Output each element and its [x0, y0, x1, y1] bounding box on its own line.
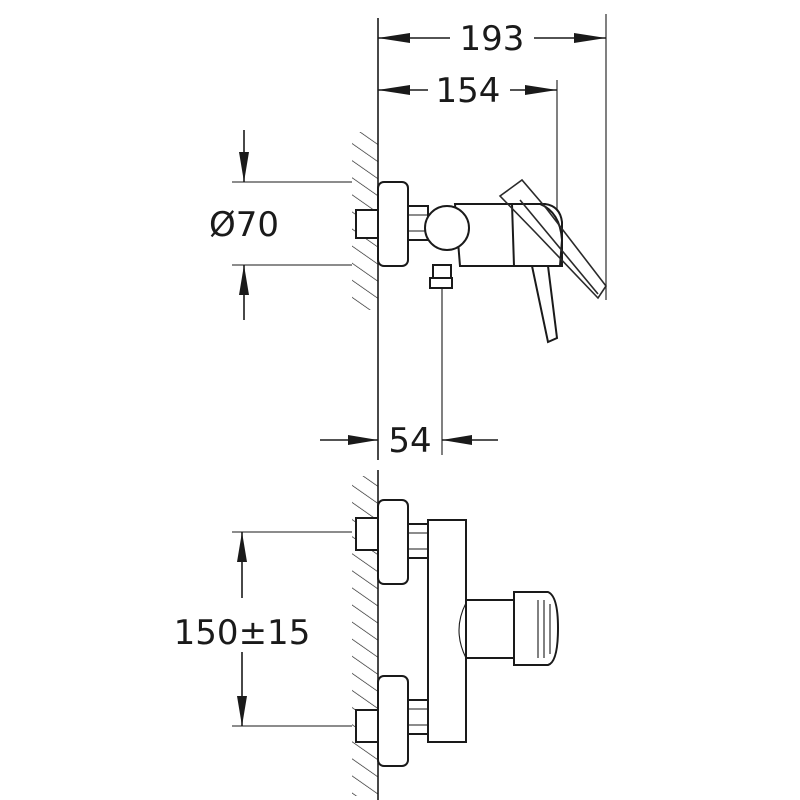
front-upper-connector [355, 517, 379, 551]
front-lower-nut [407, 699, 429, 735]
side-ball-joint [424, 205, 470, 251]
dimension-193: 193 [378, 14, 607, 300]
dimension-54: 54 [320, 288, 498, 461]
dim-154-label: 154 [436, 71, 501, 111]
side-connector [355, 209, 379, 239]
dimension-diameter-70: Ø70 [209, 130, 352, 320]
side-view: 193 154 Ø70 54 [209, 14, 607, 461]
side-rosette [377, 181, 409, 267]
dim-193-label: 193 [460, 19, 525, 59]
side-lever [530, 265, 559, 344]
side-outlet [429, 277, 453, 289]
dim-diameter-label: Ø70 [209, 205, 279, 245]
front-mixer-body [427, 519, 467, 743]
dim-54-label: 54 [388, 421, 431, 461]
front-upper-nut [407, 523, 429, 559]
dim-150-label: 150±15 [174, 613, 311, 653]
front-view: 150±15 [174, 470, 560, 800]
front-lower-rosette [377, 675, 409, 767]
front-upper-rosette [377, 499, 409, 585]
front-lower-connector [355, 709, 379, 743]
side-lever-ghost [498, 178, 607, 300]
dimension-150: 150±15 [174, 531, 352, 727]
front-lever [465, 591, 560, 666]
